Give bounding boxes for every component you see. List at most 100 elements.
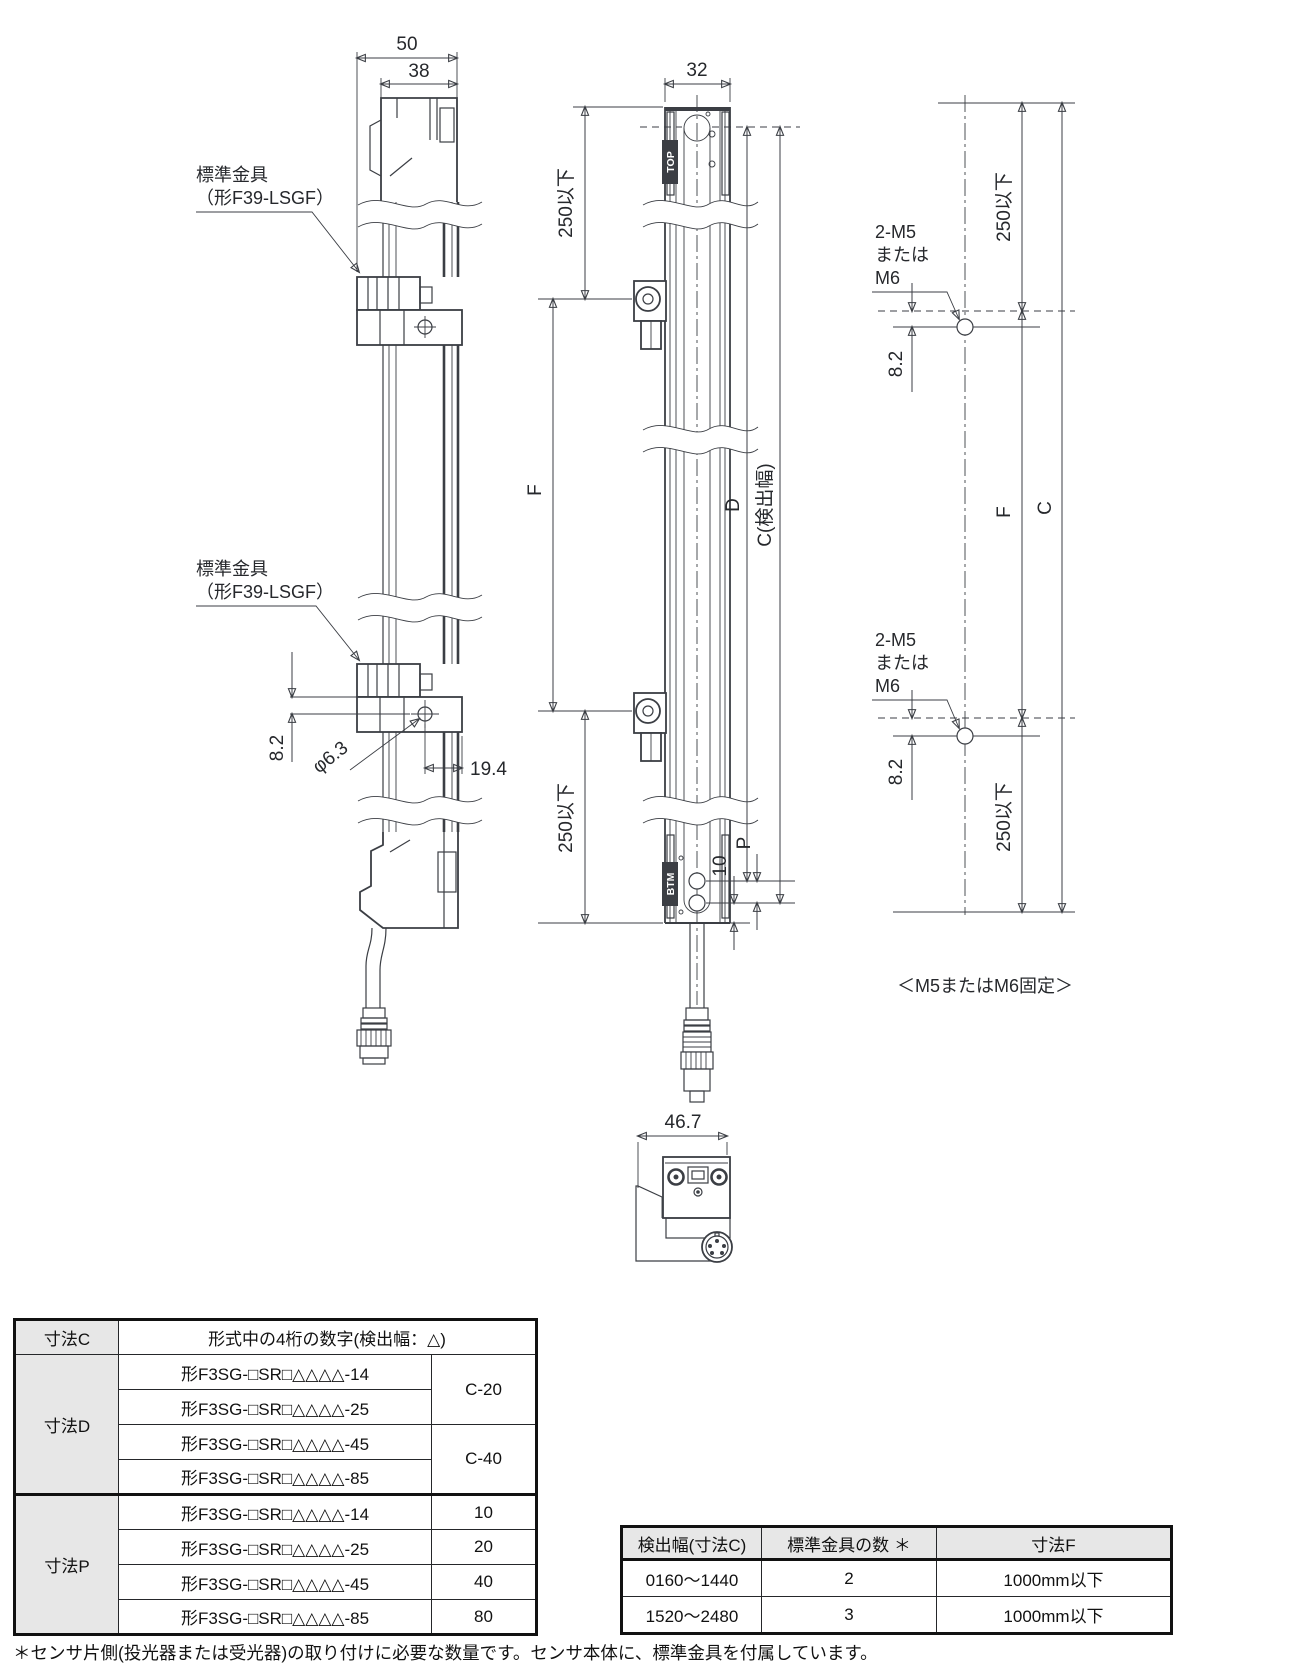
dim-dia-6-3-label: φ6.3 (309, 737, 352, 777)
front-break-3 (642, 796, 759, 826)
dim-10-label: 10 (710, 855, 731, 876)
dim-250-top-label: 250以下 (556, 168, 577, 238)
footnote: ＊センサ片側(投光器または受光器)の取り付けに必要な数量です。センサ本体に、標準… (13, 1643, 878, 1663)
dim-8-2-label: 8.2 (267, 735, 288, 761)
dim-8-2-label: 8.2 (886, 351, 907, 377)
header-detection-width: 検出幅(寸法C) (621, 1526, 762, 1561)
cell-model: 形F3SG-□SR□△△△△-85 (118, 1459, 432, 1495)
mounting-bracket-1 (356, 276, 463, 346)
cell-model: 形F3SG-□SR□△△△△-14 (118, 1354, 432, 1390)
side-top-cap (369, 97, 458, 202)
dim-d-label: D (723, 498, 744, 512)
table-row: 1520～2480 3 1000mm以下 (621, 1596, 1172, 1634)
front-bracket-1 (633, 280, 667, 350)
front-body (664, 95, 731, 1005)
bracket-label-line1: 標準金具 (196, 165, 268, 185)
cell-dim-f: 1000mm以下 (936, 1596, 1172, 1634)
dim-38-label: 38 (408, 61, 429, 82)
btm-badge-box (662, 862, 678, 906)
btm-badge-label: BTM (665, 872, 677, 895)
dimension-code-table: 寸法C 形式中の4桁の数字(検出幅：△) 寸法D 形F3SG-□SR□△△△△-… (13, 1318, 538, 1636)
cell-model: 形F3SG-□SR□△△△△-45 (118, 1424, 432, 1460)
front-break-2 (642, 425, 759, 455)
header-dim-f: 寸法F (936, 1526, 1172, 1561)
cell-p-value: 10 (431, 1493, 537, 1530)
mount-hole-callout-1: 2-M5 または M6 (872, 222, 960, 321)
cell-p-value: 80 (431, 1599, 537, 1635)
cell-dim-p-label: 寸法P (14, 1493, 119, 1635)
dim-50-label: 50 (396, 34, 417, 55)
bottom-connector (701, 1231, 733, 1263)
cell-d-value: C-40 (431, 1424, 537, 1495)
dim-c-label: C (1035, 501, 1056, 515)
hole-label-2m5: 2-M5 (875, 222, 916, 242)
bottom-view: 46.7 (635, 1112, 733, 1263)
cell-model: 形F3SG-□SR□△△△△-45 (118, 1564, 432, 1600)
dim-p-label: P (734, 837, 755, 850)
table-row: 寸法P 形F3SG-□SR□△△△△-14 10 (14, 1493, 537, 1635)
cell-range: 1520～2480 (621, 1596, 762, 1634)
hole-label-2m5: 2-M5 (875, 630, 916, 650)
front-top-details: TOP (662, 111, 730, 196)
mount-hole-2 (956, 727, 974, 745)
cell-dim-f: 1000mm以下 (936, 1559, 1172, 1597)
table-row: 形F3SG-□SR□△△△△-85 (15, 1459, 537, 1495)
dim-32-label: 32 (686, 60, 707, 81)
mount-hole-1 (956, 318, 974, 336)
mount-dim-82-1: 8.2 (886, 283, 917, 392)
front-break-1 (642, 200, 759, 230)
mount-hole-callout-2: 2-M5 または M6 (872, 630, 960, 730)
front-left-dims: 250以下 F 250以下 (525, 104, 663, 926)
bracket-count-table-wrap: 検出幅(寸法C) 標準金具の数 ＊ 寸法F 0160～1440 2 1000mm… (620, 1525, 1173, 1635)
table-row: 形F3SG-□SR□△△△△-25 (15, 1389, 537, 1425)
side-break-2 (357, 593, 483, 623)
front-view: 32 (525, 60, 800, 1103)
table-row: 形F3SG-□SR□△△△△-45 C-40 (15, 1424, 537, 1495)
hole-label-mataha: または (875, 653, 929, 673)
side-cable (365, 927, 387, 1008)
bracket-label-line2: （形F39-LSGF） (196, 188, 334, 208)
table-row: 寸法C 形式中の4桁の数字(検出幅：△) (14, 1319, 537, 1355)
side-break-1 (357, 200, 483, 230)
mount-caption: ＜M5またはM6固定＞ (897, 976, 1073, 996)
front-cable (689, 923, 705, 1008)
top-badge-label: TOP (665, 151, 677, 172)
cell-range: 0160～1440 (621, 1559, 762, 1597)
dim-250-bottom-label: 250以下 (994, 782, 1015, 852)
cell-p-value: 40 (431, 1564, 537, 1600)
front-right-dims: D C(検出幅) P 10 (640, 124, 800, 950)
dim-f-label: F (994, 506, 1015, 518)
table-row: 形F3SG-□SR□△△△△-85 80 (15, 1599, 537, 1635)
side-connector (356, 1007, 392, 1065)
cell-dim-c-label: 寸法C (14, 1319, 119, 1355)
side-break-3 (357, 796, 483, 826)
cell-dim-d-label: 寸法D (14, 1354, 119, 1495)
dim-19-4-label: 19.4 (470, 759, 507, 780)
table-header-row: 検出幅(寸法C) 標準金具の数 ＊ 寸法F (621, 1526, 1172, 1561)
bracket-count-table: 検出幅(寸法C) 標準金具の数 ＊ 寸法F 0160～1440 2 1000mm… (620, 1525, 1173, 1635)
dim-f-label: F (525, 484, 546, 496)
hole-label-m6: M6 (875, 268, 900, 288)
dim-46-7-label: 46.7 (665, 1112, 702, 1133)
table-row: 0160～1440 2 1000mm以下 (621, 1559, 1172, 1597)
bracket-label-line1: 標準金具 (196, 559, 268, 579)
dimension-drawing: 50 38 (196, 34, 1075, 1263)
table-row: 寸法D 形F3SG-□SR□△△△△-14 C-20 (14, 1354, 537, 1495)
front-bottom-details: BTM (662, 834, 730, 919)
cell-count: 3 (761, 1596, 937, 1634)
top-badge-box (662, 140, 678, 184)
side-bottom-cap (359, 832, 459, 929)
cell-dim-c-header: 形式中の4桁の数字(検出幅：△) (118, 1319, 537, 1355)
mount-right-dims: 250以下 F 250以下 C (994, 100, 1067, 915)
side-view: 50 38 (196, 34, 507, 1065)
front-bracket-2 (633, 692, 667, 762)
front-connector (680, 1007, 714, 1103)
dimension-code-table-wrap: 寸法C 形式中の4桁の数字(検出幅：△) 寸法D 形F3SG-□SR□△△△△-… (13, 1318, 538, 1636)
mount-view: 2-M5 または M6 8.2 2-M5 または M6 8.2 250以下 F (872, 95, 1075, 996)
dim-250-bottom-label: 250以下 (556, 783, 577, 853)
cell-model: 形F3SG-□SR□△△△△-85 (118, 1599, 432, 1635)
mount-dim-82-2: 8.2 (886, 690, 917, 800)
header-bracket-count: 標準金具の数 ＊ (761, 1526, 937, 1561)
dim-250-top-label: 250以下 (994, 172, 1015, 242)
bracket-callout-2: 標準金具 （形F39-LSGF） (196, 559, 361, 662)
